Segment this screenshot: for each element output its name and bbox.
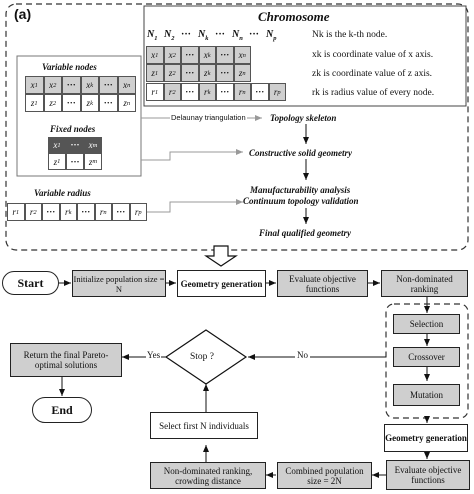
chromosome-r-cell: ··· [181, 83, 199, 101]
return-pareto-box: Return the final Pareto-optimal solution… [10, 343, 122, 377]
chromosome-x-cell: ··· [181, 46, 199, 64]
chromosome-header-node: ··· [215, 29, 226, 40]
chromosome-z-cell: ··· [181, 64, 199, 82]
chromosome-header-node: Nk [198, 29, 209, 43]
fixed-z-cell: ··· [66, 153, 84, 170]
evaluate-objective-box-2: Evaluate objective functions [386, 460, 470, 490]
chromosome-z-cell: ··· [216, 64, 234, 82]
chromosome-note: xk is coordinate value of x axis. [312, 50, 434, 60]
start-node: Start [2, 271, 59, 295]
radius-r-cell: ··· [42, 203, 60, 221]
non-dominated-ranking-box: Non-dominated ranking [381, 270, 468, 297]
no-label: No [295, 350, 310, 360]
geometry-generation-box: Geometry generation [177, 270, 266, 297]
fixed-nodes-title: Fixed nodes [50, 124, 96, 134]
chromosome-header-node: N1 [147, 29, 158, 43]
variable-z-cell: ··· [99, 94, 118, 112]
variable-nodes-title: Variable nodes [42, 62, 97, 72]
final-qualified-geometry: Final qualified geometry [259, 228, 351, 238]
chromosome-note: rk is radius value of every node. [312, 88, 435, 98]
selection-box: Selection [393, 314, 460, 334]
chromosome-r-cell: ··· [251, 83, 269, 101]
initialize-population-box: Initialize population size = N [72, 270, 166, 297]
topology-skeleton: Topology skeleton [270, 113, 337, 123]
manufacturability-analysis: Manufacturability analysis [250, 185, 351, 195]
variable-x-cell: ··· [99, 76, 118, 94]
chromosome-note: zk is coordinate value of z axis. [312, 69, 433, 79]
fixed-x-cell: ··· [66, 137, 84, 153]
mutation-box: Mutation [393, 384, 460, 406]
chromosome-header-node: Nn [232, 29, 243, 43]
constructive-solid-geometry: Constructive solid geometry [249, 148, 352, 158]
chromosome-header-node: ··· [249, 29, 260, 40]
geometry-generation-box-2: Geometry generation [384, 424, 468, 452]
delaunay-label: Delaunay triangulation [170, 113, 247, 123]
end-node: End [32, 397, 92, 423]
chromosome-header-node: Np [266, 29, 277, 43]
chromosome-header-node: ··· [181, 29, 192, 40]
crossover-box: Crossover [393, 347, 460, 367]
evaluate-objective-box: Evaluate objective functions [277, 270, 368, 297]
variable-radius-title: Variable radius [34, 188, 91, 198]
variable-x-cell: ··· [62, 76, 81, 94]
radius-r-cell: ··· [77, 203, 95, 221]
chromosome-header-node: N2 [164, 29, 175, 43]
chromosome-title: Chromosome [258, 9, 330, 24]
continuum-topology-validation: Continuum topology validation [243, 196, 359, 206]
yes-label: Yes [146, 350, 162, 360]
chromosome-x-cell: ··· [216, 46, 234, 64]
panel-label: (a) [14, 6, 32, 22]
stop-decision: Stop ? [190, 352, 215, 362]
select-first-n-box: Select first N individuals [150, 412, 258, 439]
combined-population-box: Combined population size = 2N [277, 462, 372, 489]
chromosome-note: Nk is the k-th node. [312, 30, 388, 40]
radius-r-cell: ··· [112, 203, 130, 221]
ranking-crowding-box: Non-dominated ranking, crowding distance [150, 462, 266, 489]
chromosome-r-cell: ··· [216, 83, 234, 101]
variable-z-cell: ··· [62, 94, 81, 112]
